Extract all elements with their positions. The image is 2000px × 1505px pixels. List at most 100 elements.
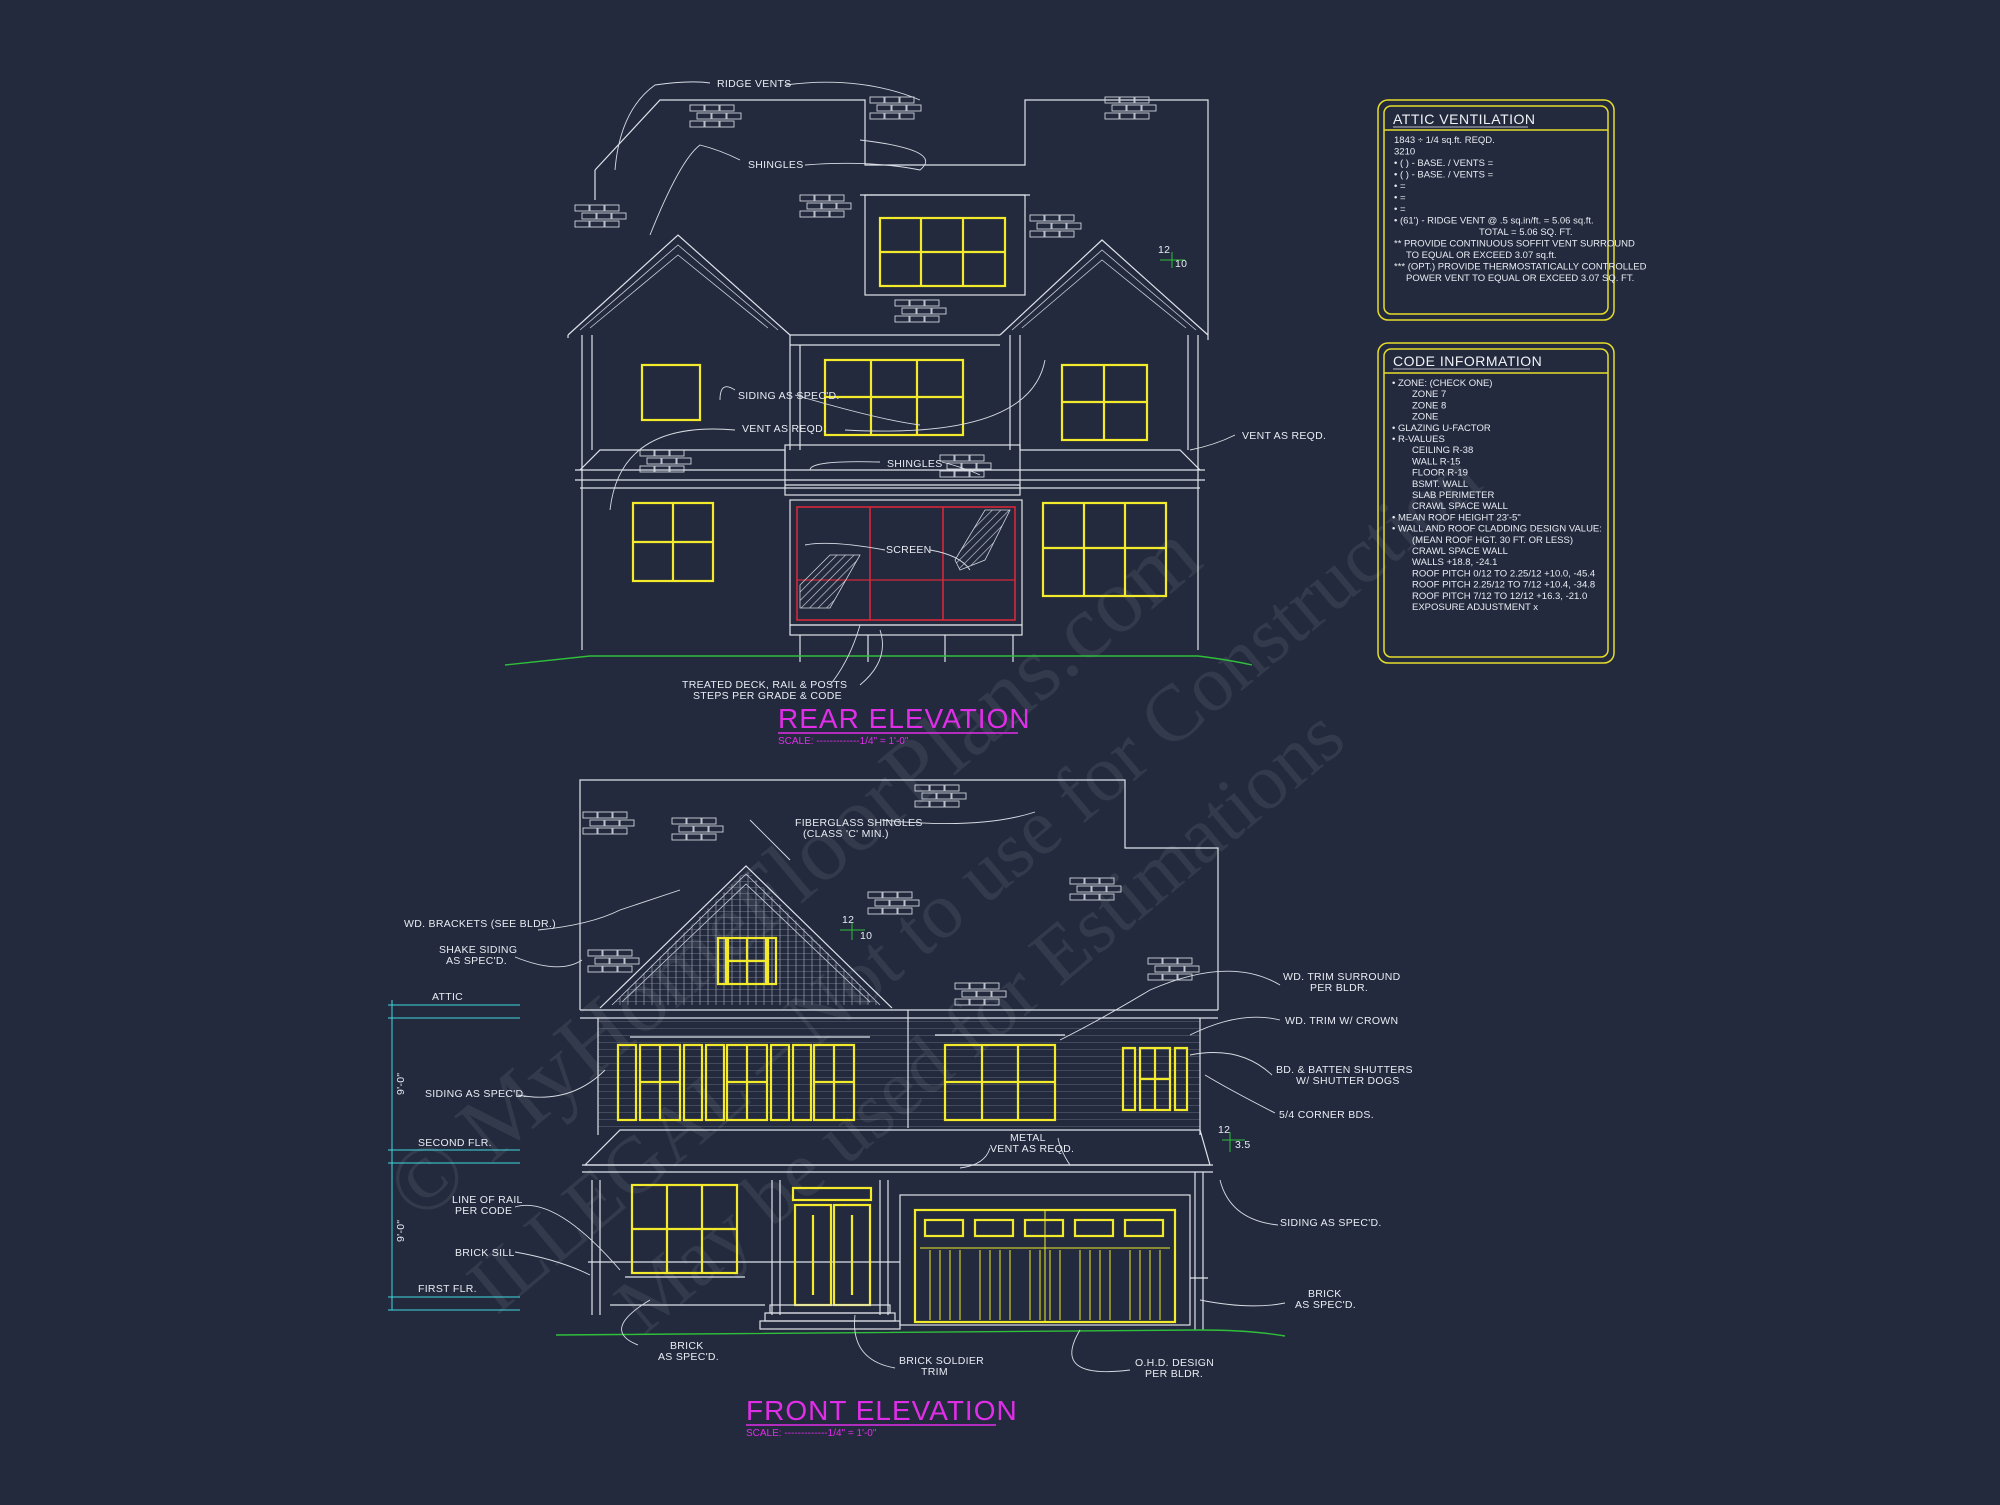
attic-ventilation-line: • (61') - RIDGE VENT @ .5 sq.in/ft. = 5.… — [1394, 216, 1594, 227]
front-roof-outline — [579, 779, 1219, 1010]
pitch-rise: 12 — [842, 914, 854, 926]
note-brick-left-1: BRICK — [670, 1340, 704, 1352]
note-shingles: SHINGLES — [748, 159, 804, 171]
code-information-line: • WALL AND ROOF CLADDING DESIGN VALUE: — [1392, 524, 1602, 535]
front-door-transom — [791, 1186, 873, 1202]
note-shutters-1: BD. & BATTEN SHUTTERS — [1276, 1064, 1413, 1076]
attic-ventilation-line: POWER VENT TO EQUAL OR EXCEED 3.07 SQ. F… — [1406, 273, 1634, 284]
rear-screen-porch — [796, 506, 1016, 621]
attic-ventilation-line: 3210 — [1394, 147, 1415, 158]
front-brick-symbol — [582, 811, 635, 835]
code-information-line: ZONE 7 — [1412, 389, 1446, 400]
front-elevation-title: FRONT ELEVATION — [746, 1395, 1018, 1426]
front-brick-symbol — [671, 817, 724, 841]
dim-lower: 9'-0" — [395, 1220, 407, 1242]
note-corner-bds: 5/4 CORNER BDS. — [1279, 1109, 1374, 1121]
note-fiberglass-1: FIBERGLASS SHINGLES — [795, 817, 923, 829]
screen-hatch — [954, 509, 1011, 571]
note-shingles-lower: SHINGLES — [887, 458, 943, 470]
note-rail-1: LINE OF RAIL — [452, 1194, 523, 1206]
rear-brick-symbol — [639, 449, 692, 473]
code-information-line: • R-VALUES — [1392, 434, 1445, 445]
rear-porch-roof — [784, 444, 1021, 496]
code-information-panel: CODE INFORMATION • ZONE: (CHECK ONE)ZONE… — [1377, 342, 1615, 664]
note-shake-1: SHAKE SIDING — [439, 944, 517, 956]
note-ohd-2: PER BLDR. — [1145, 1368, 1203, 1380]
garage-windows — [923, 1218, 1165, 1238]
code-information-line: • GLAZING U-FACTOR — [1392, 423, 1491, 434]
rear-brick-symbol — [939, 454, 992, 478]
front-grade-line — [555, 1329, 1286, 1337]
code-information-line: (MEAN ROOF HGT. 30 FT. OR LESS) — [1412, 535, 1573, 546]
note-trim-surround-1: WD. TRIM SURROUND — [1283, 971, 1401, 983]
rear-brick-symbol — [574, 204, 627, 228]
code-information-line: WALLS +18.8, -24.1 — [1412, 557, 1497, 568]
pitch-run: 10 — [1175, 258, 1187, 270]
note-deck-1: TREATED DECK, RAIL & POSTS — [682, 679, 847, 691]
code-information-line: • ZONE: (CHECK ONE) — [1392, 378, 1492, 389]
note-vent-right: VENT AS REQD. — [1242, 430, 1326, 442]
note-metal-1: METAL — [1010, 1132, 1046, 1144]
attic-ventilation-line: ** PROVIDE CONTINUOUS SOFFIT VENT SURROU… — [1394, 239, 1635, 250]
rear-brick-symbol — [689, 104, 742, 128]
dim-upper: 9'-0" — [395, 1073, 407, 1095]
front-roof-pitch-2: 12 3.5 — [1218, 1124, 1250, 1152]
code-information-line: ROOF PITCH 0/12 TO 2.25/12 +10.0, -45.4 — [1412, 568, 1595, 579]
attic-panel-title: ATTIC VENTILATION — [1393, 111, 1536, 127]
attic-ventilation-line: 1843 ÷ 1/4 sq.ft. REQD. — [1394, 135, 1495, 146]
note-shake-2: AS SPEC'D. — [446, 955, 507, 967]
watermark: © MyHomeFloorPlans.com ILLEGAL – Not to … — [367, 433, 1497, 1350]
front-lap-siding — [598, 1018, 1200, 1128]
code-information-line: EXPOSURE ADJUSTMENT x — [1412, 602, 1538, 613]
front-roof-pitch-1: 12 10 — [840, 914, 872, 942]
note-siding: SIDING AS SPEC'D. — [738, 390, 840, 402]
note-ohd-1: O.H.D. DESIGN — [1135, 1357, 1214, 1369]
front-elevation: 12 10 12 3.5 ATTIC SECOND FLR. FIRST FLR… — [388, 779, 1413, 1439]
note-ridge-vents: RIDGE VENTS — [717, 78, 791, 90]
attic-ventilation-line: *** (OPT.) PROVIDE THERMOSTATICALLY CONT… — [1394, 262, 1647, 273]
code-information-line: CEILING R-38 — [1412, 445, 1473, 456]
attic-ventilation-line: • = — [1394, 204, 1406, 215]
note-siding-left: SIDING AS SPEC'D. — [425, 1088, 527, 1100]
rear-window-2f-left — [640, 363, 702, 422]
rear-elevation-scale: SCALE: -------------1/4" = 1'-0" — [778, 736, 909, 747]
note-metal-2: VENT AS REQD. — [990, 1143, 1074, 1155]
pitch-rise: 12 — [1158, 244, 1170, 256]
attic-ventilation-line: • = — [1394, 181, 1406, 192]
rear-roof-pitch: 12 10 — [1158, 244, 1187, 270]
note-shutters-2: W/ SHUTTER DOGS — [1296, 1075, 1400, 1087]
rear-grade-line — [504, 655, 1253, 666]
code-information-line: ROOF PITCH 7/12 TO 12/12 +16.3, -21.0 — [1412, 591, 1587, 602]
code-information-line: FLOOR R-19 — [1412, 468, 1468, 479]
level-first-floor: FIRST FLR. — [418, 1283, 477, 1295]
note-soldier-1: BRICK SOLDIER — [899, 1355, 984, 1367]
note-trim-crown: WD. TRIM W/ CROWN — [1285, 1015, 1398, 1027]
rear-brick-symbol — [869, 96, 922, 120]
rear-dormer — [864, 194, 1026, 296]
note-fiberglass-2: (CLASS 'C' MIN.) — [803, 828, 889, 840]
note-rail-2: PER CODE — [455, 1205, 512, 1217]
code-information-line: ROOF PITCH 2.25/12 TO 7/12 +10.4, -34.8 — [1412, 580, 1595, 591]
front-elevation-scale: SCALE: -------------1/4" = 1'-0" — [746, 1428, 877, 1439]
rear-left-gable — [567, 234, 791, 336]
note-brackets: WD. BRACKETS (SEE BLDR.) — [404, 918, 556, 930]
note-vent-left: VENT AS REQD. — [742, 423, 826, 435]
rear-elevation: 12 10 RIDGE VENTS SHINGLES SIDING AS SPE… — [504, 78, 1326, 747]
code-panel-title: CODE INFORMATION — [1393, 353, 1542, 369]
code-information-line: BSMT. WALL — [1412, 479, 1468, 490]
rear-elevation-title: REAR ELEVATION — [778, 703, 1031, 734]
code-information-line: SLAB PERIMETER — [1412, 490, 1494, 501]
code-information-line: WALL R-15 — [1412, 456, 1460, 467]
level-second-floor: SECOND FLR. — [418, 1137, 492, 1149]
attic-ventilation-panel: ATTIC VENTILATION 1843 ÷ 1/4 sq.ft. REQD… — [1377, 99, 1647, 321]
code-panel-border — [1377, 342, 1615, 664]
pitch-run: 10 — [860, 930, 872, 942]
attic-ventilation-line: TOTAL = 5.06 SQ. FT. — [1479, 227, 1573, 238]
note-trim-surround-2: PER BLDR. — [1310, 982, 1368, 994]
pitch-rise: 12 — [1218, 1124, 1230, 1136]
front-brick-symbol — [1147, 957, 1200, 981]
code-information-line: • MEAN ROOF HEIGHT 23'-5" — [1392, 512, 1521, 523]
